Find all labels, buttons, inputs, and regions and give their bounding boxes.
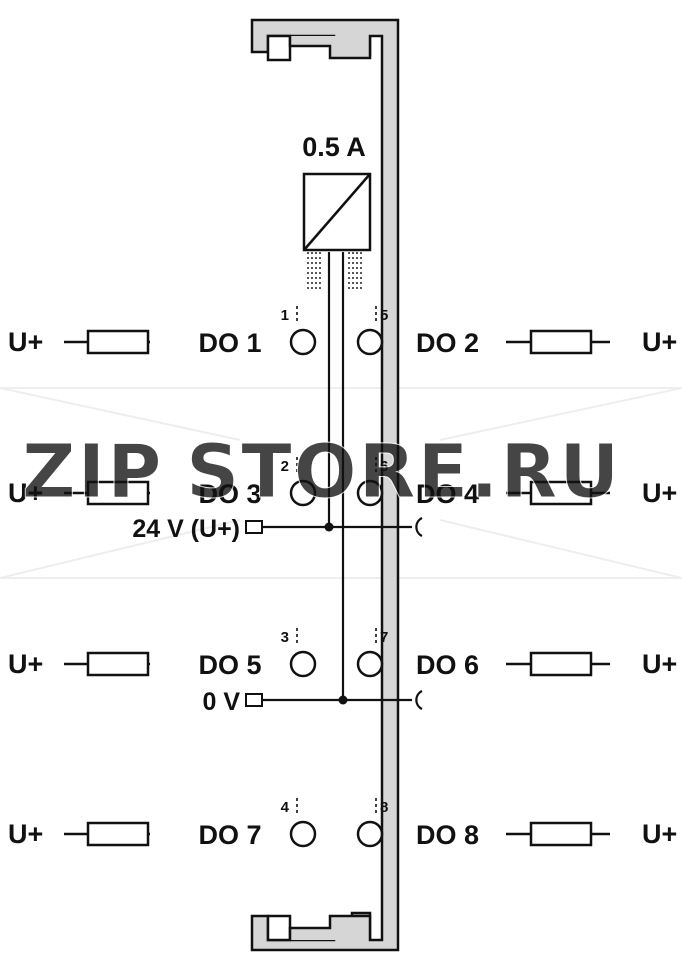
load-supply-label: U+: [642, 478, 677, 508]
channel-5: 3 DO 5 U+: [8, 628, 317, 680]
watermark-text-gray: STORE.RU: [186, 429, 621, 515]
watermark-text-orange: ZIP: [22, 429, 163, 515]
top-rail-step: [288, 36, 372, 60]
watermark-lines: [0, 387, 682, 579]
load-resistor: [86, 651, 150, 677]
terminal-0v: [245, 693, 263, 707]
channel-1: 1 DO 1 U+: [8, 306, 317, 358]
channel-label: DO 8: [416, 820, 479, 850]
pin-number: 8: [380, 799, 388, 816]
channel-label: DO 7: [198, 820, 261, 850]
top-rail-clip: [266, 34, 292, 62]
isolation-block: [302, 172, 372, 252]
terminal-24v: [245, 520, 263, 534]
internal-rails: [327, 252, 345, 700]
load-supply-label: U+: [642, 327, 677, 357]
channel-label: DO 5: [198, 650, 261, 680]
channel-7: 4 DO 7 U+: [8, 798, 317, 850]
channel-label: DO 1: [198, 328, 261, 358]
terminal-circle: [289, 328, 317, 356]
current-rating-label: 0.5 A: [302, 132, 366, 162]
channel-2: 5 DO 2 U+: [356, 306, 677, 358]
pin-number: 4: [281, 799, 290, 816]
pin-number: 3: [281, 629, 289, 646]
channel-6: 7 DO 6 U+: [356, 628, 677, 680]
channel-label: DO 2: [416, 328, 479, 358]
load-resistor: [529, 821, 593, 847]
terminal-circle: [289, 650, 317, 678]
pin-number: 1: [281, 307, 289, 324]
terminal-circle: [356, 479, 384, 507]
load-resistor: [529, 329, 593, 355]
bottom-rail-clip: [266, 914, 292, 942]
watermark: ZIP STORE.RU: [22, 429, 621, 516]
load-supply-label: U+: [8, 327, 43, 357]
supply-0v-label: 0 V: [202, 688, 240, 716]
load-resistor: [86, 821, 150, 847]
load-resistor: [529, 651, 593, 677]
pin-number: 2: [281, 458, 289, 475]
channel-4: 6 DO 4 U+: [356, 457, 677, 509]
load-supply-label: U+: [8, 478, 43, 508]
load-resistor: [529, 480, 593, 506]
terminal-circle: [289, 820, 317, 848]
load-resistor: [86, 329, 150, 355]
channel-3: 2 DO 3 U+: [8, 457, 317, 509]
pin-number: 5: [380, 307, 388, 324]
load-resistor: [86, 480, 150, 506]
terminal-circle: [356, 328, 384, 356]
terminal-circle: [356, 650, 384, 678]
channel-label: DO 3: [198, 479, 261, 509]
supply-bus-0v: [245, 690, 423, 710]
channel-label: DO 6: [416, 650, 479, 680]
channel-8: 8 DO 8 U+: [356, 798, 677, 850]
bottom-rail-step: [288, 914, 372, 940]
load-supply-label: U+: [8, 649, 43, 679]
pin-number: 7: [380, 629, 388, 646]
supply-24v-label: 24 V (U+): [132, 515, 240, 543]
channel-rows: 1 DO 1 U+ 5 DO 2 U+ 2 DO 3 U+ 6 DO 4 U+ 3 DO 5 U+ 7 DO 6…: [8, 306, 677, 850]
pin-number: 6: [380, 458, 388, 475]
load-supply-label: U+: [8, 819, 43, 849]
supply-bus-24v: [245, 517, 423, 537]
channel-label: DO 4: [416, 479, 479, 509]
load-supply-label: U+: [642, 649, 677, 679]
load-supply-label: U+: [642, 819, 677, 849]
signal-leads: [307, 252, 362, 290]
terminal-circle: [289, 479, 317, 507]
terminal-circle: [356, 820, 384, 848]
